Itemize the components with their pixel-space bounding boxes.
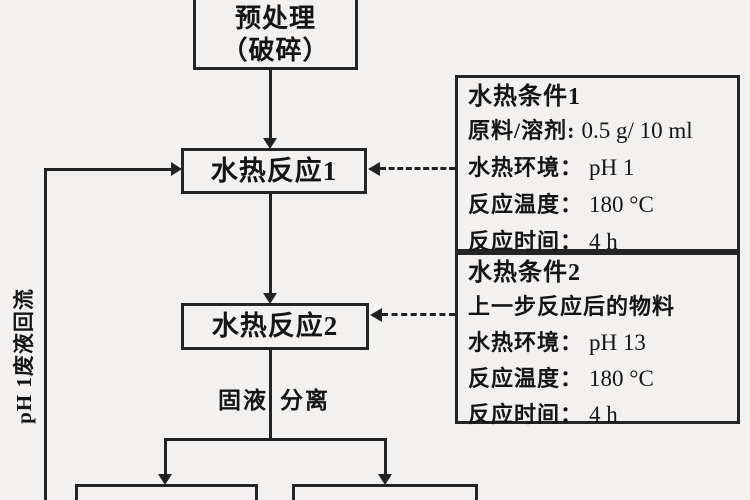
product-solid-box: 固体产物 [292,484,478,500]
condition2-row-label: 反应温度： [468,366,584,391]
condition2-title: 水热条件2 [468,260,581,286]
reflux-line-vertical [44,168,47,500]
arrowhead-down-icon [263,293,277,304]
arrowhead-right-icon [171,162,182,176]
reaction1-label: 水热反应1 [210,156,338,186]
product-solid-label: 固体产物 [295,487,475,500]
reaction2-box: 水热反应2 [181,303,369,350]
reflux-label: pH 1废液回流 [12,288,36,424]
reaction1-box: 水热反应1 [181,148,367,194]
condition1-row: 反应温度：180 °C [468,188,731,225]
condition2-row-value: pH 13 [589,330,646,355]
condition2-row-value: 4 h [589,402,618,427]
condition1-row-value: 180 °C [589,192,654,217]
branch-line-left [164,438,167,474]
condition2-dashed-line [382,313,455,316]
condition1-row-value: pH 1 [589,155,635,180]
arrowhead-left-icon [368,162,380,176]
condition1-row-label: 原料/溶剂: [468,118,576,143]
separation-label-right: 分离 [280,388,330,413]
condition1-title: 水热条件1 [468,84,581,110]
condition1-row: 原料/溶剂:0.5 g/ 10 ml [468,114,731,151]
arrowhead-down-icon [158,474,172,485]
flow-line-reaction2-to-branch [269,350,272,438]
arrowhead-left-icon [370,308,382,322]
flow-line-pretreatment-to-reaction1 [269,70,272,138]
condition1-row-value: 0.5 g/ 10 ml [581,118,693,143]
pretreatment-label-line1: 预处理 [234,4,316,33]
condition2-row: 水热环境：pH 13 [468,326,731,362]
pretreatment-box: 预处理 （破碎） [193,0,358,70]
condition2-row: 反应时间：4 h [468,398,731,434]
condition2-row: 反应温度：180 °C [468,362,731,398]
arrowhead-down-icon [378,474,392,485]
condition2-row-label: 反应时间： [468,402,584,427]
product-liquid-label: 液体产物 [78,487,255,500]
separation-label-left: 固液 [218,388,268,413]
product-liquid-box: 液体产物 [75,484,258,500]
condition2-row-value: 180 °C [589,366,654,391]
condition1-row-label: 反应温度： [468,192,584,217]
condition1-row: 水热环境：pH 1 [468,151,731,188]
condition1-row-label: 水热环境： [468,155,584,180]
condition1-row: 反应时间：4 h [468,225,731,262]
condition2-box: 水热条件2 上一步反应后的物料 水热环境：pH 13 反应温度：180 °C 反… [455,252,740,427]
reaction2-label: 水热反应2 [211,311,339,341]
pretreatment-label-line2: （破碎） [221,36,330,65]
branch-line-right [384,438,387,474]
condition1-row-value: 4 h [589,229,618,254]
flow-line-reaction1-to-reaction2 [269,194,272,293]
condition2-row-label: 水热环境： [468,330,584,355]
condition2-row: 上一步反应后的物料 [468,290,731,326]
reflux-line-horizontal [44,168,172,171]
arrowhead-down-icon [263,138,277,149]
condition1-box: 水热条件1 原料/溶剂:0.5 g/ 10 ml 水热环境：pH 1 反应温度：… [455,75,740,254]
condition1-dashed-line [380,167,455,170]
condition1-row-label: 反应时间： [468,229,584,254]
condition2-row-label: 上一步反应后的物料 [468,294,676,319]
branch-line-horizontal [164,438,387,441]
